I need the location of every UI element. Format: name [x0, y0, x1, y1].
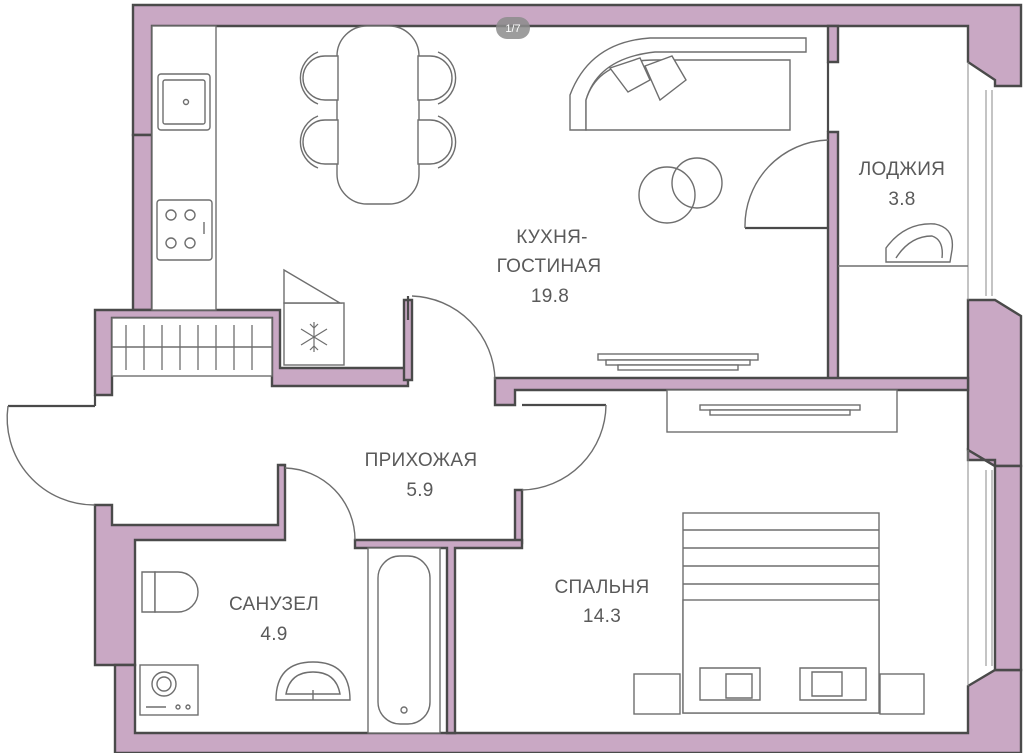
table-top	[336, 25, 420, 205]
toilet	[154, 571, 199, 613]
pillow	[644, 55, 687, 102]
walls	[93, 3, 1023, 753]
kitchen-area: 19.8	[531, 286, 569, 307]
wall-left-upper	[131, 133, 154, 312]
kitchen-label-1: КУХНЯ-	[516, 227, 588, 248]
wall-right-middle	[966, 298, 1023, 468]
kitchen-counter-body	[151, 25, 217, 311]
armchair	[885, 223, 954, 263]
loggia-label: ЛОДЖИЯ	[859, 159, 945, 180]
nightstand	[879, 673, 925, 715]
nightstand	[633, 673, 681, 715]
cooktop	[156, 199, 213, 261]
fridge	[283, 268, 345, 366]
bathroom-fixtures	[139, 547, 441, 734]
snowflake-icon	[300, 322, 328, 352]
kitchen-label-2: ГОСТИНАЯ	[497, 256, 602, 277]
hallway-area: 5.9	[406, 480, 433, 501]
wall-hall-right	[513, 488, 524, 545]
wall-right-lower	[966, 447, 1023, 672]
chair	[417, 119, 453, 165]
coffee-tables	[638, 157, 723, 224]
chair	[302, 55, 339, 101]
hallway-label: ПРИХОЖАЯ	[365, 450, 478, 471]
washbasin	[275, 661, 351, 701]
pillow	[608, 57, 651, 93]
wall-loggia-mid	[826, 130, 840, 382]
wardrobe	[111, 317, 273, 377]
wall-kitchen-bedroom	[493, 376, 970, 407]
bathroom-area: 4.9	[260, 624, 287, 645]
wall-left-entry	[93, 463, 287, 667]
doors	[6, 62, 830, 541]
chair	[302, 119, 339, 165]
loggia-area: 3.8	[888, 189, 915, 210]
chair	[417, 55, 453, 101]
kitchen-counter	[151, 25, 217, 311]
room-labels: КУХНЯ- ГОСТИНАЯ 19.8 ЛОДЖИЯ 3.8 ПРИХОЖАЯ…	[229, 159, 945, 645]
wall-loggia-left	[826, 24, 840, 64]
bathroom-label: САНУЗЕЛ	[229, 594, 319, 615]
gallery-counter[interactable]: 1/7	[496, 17, 530, 39]
gallery-counter-badge	[496, 17, 530, 39]
wall-bottom	[113, 663, 1023, 753]
bedroom-furniture	[633, 389, 925, 715]
gallery-counter-text: 1/7	[505, 23, 520, 35]
bedroom-label: СПАЛЬНЯ	[555, 577, 650, 598]
wall-storage-niche	[93, 308, 410, 397]
dining-table	[299, 25, 457, 205]
bedroom-area: 14.3	[583, 606, 621, 627]
windows	[967, 62, 993, 686]
sofa	[569, 37, 807, 131]
tv-unit-living	[597, 353, 759, 371]
toilet-tank	[141, 571, 156, 613]
wall-kitchen-door-stub	[402, 298, 414, 382]
loggia-furniture	[838, 223, 968, 267]
